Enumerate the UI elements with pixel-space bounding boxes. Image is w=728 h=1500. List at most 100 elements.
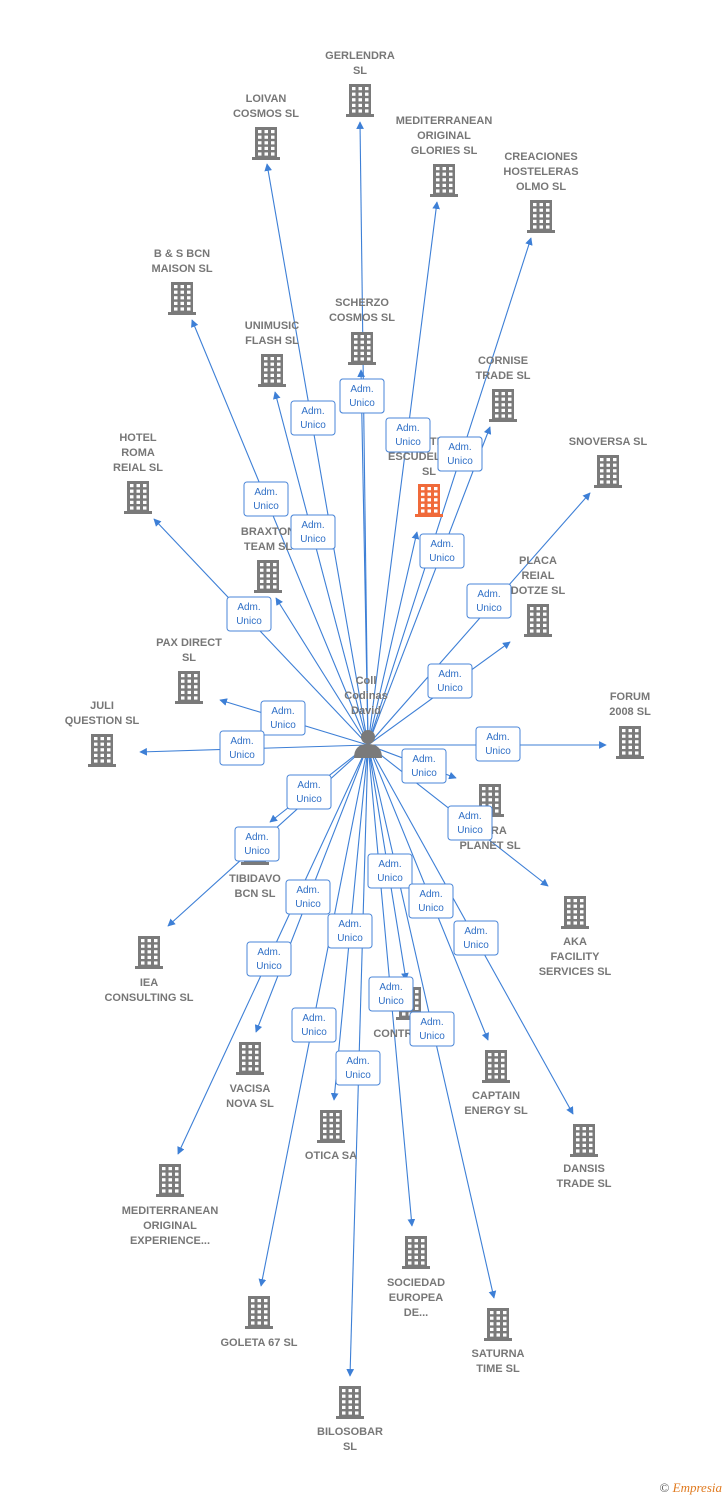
role-badge[interactable]: Adm.Unico xyxy=(437,436,483,472)
role-badge[interactable]: Adm.Unico xyxy=(234,826,280,862)
role-badge[interactable]: Adm.Unico xyxy=(385,417,431,453)
building-icon[interactable] xyxy=(594,455,622,488)
building-icon[interactable] xyxy=(415,484,443,517)
role-badge[interactable]: Adm.Unico xyxy=(219,730,265,766)
building-icon[interactable] xyxy=(482,1050,510,1083)
edge-line xyxy=(191,319,369,746)
edge-line xyxy=(367,531,420,746)
building-icon[interactable] xyxy=(336,1386,364,1419)
role-badge[interactable]: Adm.Unico xyxy=(453,920,499,956)
building-icon[interactable] xyxy=(527,200,555,233)
role-badge-label: Adm.Unico xyxy=(463,926,489,951)
role-badge-label: Adm.Unico xyxy=(476,589,502,614)
building-icon[interactable] xyxy=(258,354,286,387)
role-badge[interactable]: Adm.Unico xyxy=(339,378,385,414)
role-badge-label: Adm.Unico xyxy=(300,520,326,545)
role-badge-label: Adm.Unico xyxy=(429,539,455,564)
role-badge[interactable]: Adm.Unico xyxy=(246,941,292,977)
role-badge-label: Adm.Unico xyxy=(418,889,444,914)
edge-line xyxy=(356,121,369,746)
building-icon[interactable] xyxy=(430,164,458,197)
role-badge-label: Adm.Unico xyxy=(419,1017,445,1042)
building-icon[interactable] xyxy=(346,84,374,117)
role-badge[interactable]: Adm.Unico xyxy=(290,400,336,436)
building-icon[interactable] xyxy=(236,1042,264,1075)
role-badge-label: Adm.Unico xyxy=(378,982,404,1007)
company-label: OTICA SA xyxy=(305,1150,357,1162)
building-icon[interactable] xyxy=(317,1110,345,1143)
building-icon[interactable] xyxy=(402,1236,430,1269)
edge-line xyxy=(273,391,369,746)
role-badge-label: Adm.Unico xyxy=(457,811,483,836)
building-icon[interactable] xyxy=(124,481,152,514)
footer-brand[interactable]: © Empresia xyxy=(660,1480,723,1496)
building-icon[interactable] xyxy=(524,604,552,637)
building-icon[interactable] xyxy=(561,896,589,929)
building-icon[interactable] xyxy=(156,1164,184,1197)
building-icon[interactable] xyxy=(484,1308,512,1341)
role-badge[interactable]: Adm.Unico xyxy=(260,700,306,736)
role-badge[interactable]: Adm.Unico xyxy=(408,883,454,919)
role-badge[interactable]: Adm.Unico xyxy=(285,879,331,915)
role-badge-label: Adm.Unico xyxy=(301,1013,327,1038)
building-icon[interactable] xyxy=(616,726,644,759)
building-icon[interactable] xyxy=(168,282,196,315)
role-badge-label: Adm.Unico xyxy=(377,859,403,884)
role-badge[interactable]: Adm.Unico xyxy=(327,913,373,949)
edge-line xyxy=(264,163,369,746)
role-badge[interactable]: Adm.Unico xyxy=(401,748,447,784)
building-icon[interactable] xyxy=(135,936,163,969)
role-badge-label: Adm.Unico xyxy=(253,487,279,512)
role-badge[interactable]: Adm.Unico xyxy=(226,596,272,632)
role-badge[interactable]: Adm.Unico xyxy=(335,1050,381,1086)
company-label: SNOVERSA SL xyxy=(569,436,648,448)
role-badge[interactable]: Adm.Unico xyxy=(409,1011,455,1047)
role-badge-label: Adm.Unico xyxy=(345,1056,371,1081)
building-icon[interactable] xyxy=(175,671,203,704)
building-icon[interactable] xyxy=(252,127,280,160)
role-badge[interactable]: Adm.Unico xyxy=(290,514,336,550)
role-badge-label: Adm.Unico xyxy=(244,832,270,857)
role-badge[interactable]: Adm.Unico xyxy=(291,1007,337,1043)
edge-line xyxy=(153,518,369,746)
building-icon[interactable] xyxy=(570,1124,598,1157)
role-badge[interactable]: Adm.Unico xyxy=(286,774,332,810)
person-icon[interactable] xyxy=(354,730,382,758)
edge-line xyxy=(357,369,369,746)
brand-name: Empresia xyxy=(672,1480,722,1495)
building-icon[interactable] xyxy=(254,560,282,593)
building-icon[interactable] xyxy=(245,1296,273,1329)
role-badge-label: Adm.Unico xyxy=(296,780,322,805)
role-badge[interactable]: Adm.Unico xyxy=(243,481,289,517)
role-badge[interactable]: Adm.Unico xyxy=(427,663,473,699)
building-icon[interactable] xyxy=(489,389,517,422)
role-badge-label: Adm.Unico xyxy=(395,423,421,448)
building-icon[interactable] xyxy=(348,332,376,365)
role-badge[interactable]: Adm.Unico xyxy=(466,583,512,619)
role-badge[interactable]: Adm.Unico xyxy=(367,853,413,889)
role-badge[interactable]: Adm.Unico xyxy=(475,726,521,762)
role-badge[interactable]: Adm.Unico xyxy=(419,533,465,569)
role-badge-label: Adm.Unico xyxy=(437,669,463,694)
role-badge[interactable]: Adm.Unico xyxy=(368,976,414,1012)
building-icon[interactable] xyxy=(88,734,116,767)
role-badge-label: Adm.Unico xyxy=(256,947,282,972)
role-badge[interactable]: Adm.Unico xyxy=(447,805,493,841)
